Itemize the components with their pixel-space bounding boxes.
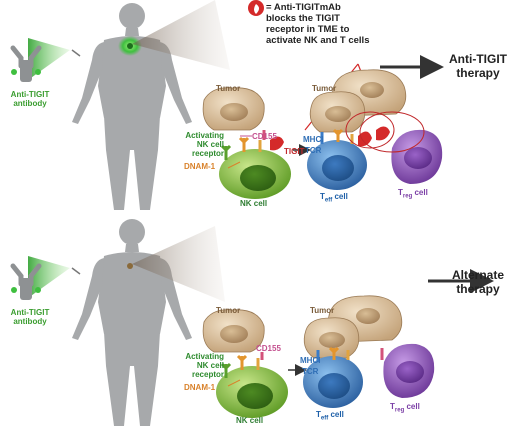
- tumor-label-top-2: Tumor: [312, 84, 337, 93]
- highlight-ring-1: [345, 111, 395, 149]
- teff-label-top: Teff cell: [320, 192, 348, 204]
- zoom-beam-top: [132, 0, 230, 70]
- tumor-label-bottom-2: Tumor: [310, 306, 335, 315]
- antibody-icon-top: [10, 45, 42, 82]
- cd155-label-top: CD155: [252, 132, 277, 141]
- anti-tigit-mab-t-top: [358, 126, 390, 147]
- treg-label-bottom: Treg cell: [390, 402, 420, 414]
- tcr-label-bottom: TCR: [302, 367, 319, 376]
- tumor-label-top-1: Tumor: [216, 84, 241, 93]
- anti-tigit-mab-nk-top: [270, 136, 284, 151]
- treg-label-top: Treg cell: [398, 188, 428, 200]
- mhci-label-bottom: MHCI: [300, 356, 321, 365]
- tumor-cluster-bottom: [303, 295, 403, 359]
- nk-cell-label-bottom: NK cell: [236, 416, 264, 425]
- tumor-dot-bottom: [127, 263, 133, 269]
- antibody-icon-bottom: [10, 263, 42, 300]
- human-figure-bottom: [72, 219, 192, 426]
- tumor-cluster-top: [309, 69, 407, 133]
- receptors-t-bottom: [316, 346, 384, 362]
- zoom-beam-bottom: [132, 226, 225, 302]
- spray-cone-bottom: [28, 256, 70, 298]
- tumor-dot-top: [127, 43, 133, 49]
- mab-note: = Anti-TIGITmAb blocks the TIGIT recepto…: [266, 2, 370, 46]
- teff-label-bottom: Teff cell: [316, 410, 344, 422]
- tumor-label-bottom-1: Tumor: [216, 306, 241, 315]
- dnam-leader-top: [227, 161, 241, 169]
- tcr-label-top: TCR: [305, 146, 322, 155]
- nk-cell-top: [219, 149, 291, 199]
- highlight-ring-2: [359, 111, 425, 153]
- cd155-label-bottom: CD155: [256, 344, 281, 353]
- treg-cell-bottom: [383, 343, 435, 398]
- tumor-cell-bottom-left: [202, 309, 265, 353]
- tumor-cell-top-left: [202, 87, 265, 131]
- nk-cell-bottom: [216, 366, 288, 418]
- teff-cell-top: [307, 140, 367, 190]
- dnam-leader-bottom: [227, 379, 241, 387]
- antibody-badge-icon: [248, 0, 264, 16]
- tigit-label-top: TIGIT: [284, 147, 305, 156]
- human-figure-top: [72, 3, 192, 210]
- spray-cone-top: [28, 38, 70, 80]
- spray-nozzle-top: [71, 49, 81, 57]
- mhci-label-top: MHCI: [303, 135, 324, 144]
- receptors-nk-bottom: [220, 352, 264, 378]
- dnam-label-bottom: DNAM-1: [184, 383, 216, 392]
- nk-cell-label-top: NK cell: [240, 199, 268, 208]
- treg-cell-top: [391, 129, 443, 184]
- teff-cell-bottom: [303, 356, 363, 408]
- dnam-label-top: DNAM-1: [184, 162, 216, 171]
- spray-nozzle-bottom: [71, 267, 81, 275]
